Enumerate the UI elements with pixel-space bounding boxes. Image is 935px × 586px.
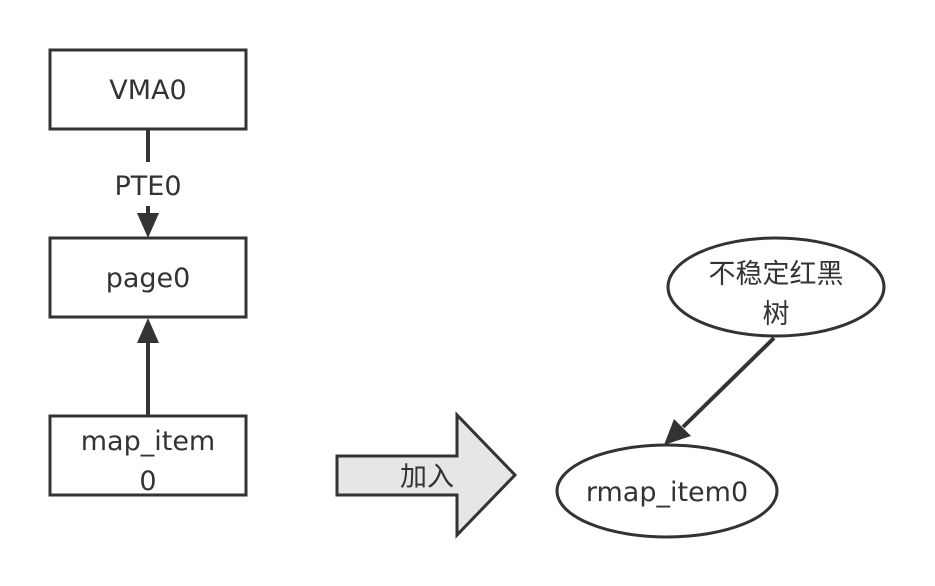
join-block-arrow: 加入 — [335, 411, 518, 539]
vma0-node: VMA0 — [48, 48, 248, 131]
map-item0-node: map_item 0 — [48, 414, 248, 497]
arrowhead-diagonal-icon — [664, 419, 691, 445]
page0-node: page0 — [48, 236, 248, 319]
tree-to-rmap-edge — [664, 336, 776, 445]
unstable-tree-node: 不稳定红黑 树 — [666, 236, 886, 338]
vma0-label: VMA0 — [109, 75, 186, 106]
arrowhead-up-icon — [137, 318, 159, 343]
rmap-item0-label: rmap_item0 — [586, 477, 748, 508]
arrowhead-down-icon — [137, 213, 159, 238]
unstable-tree-label-line2: 树 — [763, 299, 790, 330]
map-item0-label-line2: 0 — [139, 466, 156, 497]
block-arrow-right-icon — [335, 411, 518, 539]
join-arrow-label: 加入 — [400, 462, 454, 493]
mapitem-to-page-edge — [137, 318, 159, 416]
rmap-item0-node: rmap_item0 — [555, 443, 779, 539]
pte0-edge-label: PTE0 — [114, 171, 181, 202]
page0-label: page0 — [106, 263, 191, 294]
vma-to-page-edge: PTE0 — [114, 130, 182, 238]
map-item0-label-line1: map_item — [81, 426, 216, 457]
unstable-tree-label-line1: 不稳定红黑 — [709, 259, 844, 290]
